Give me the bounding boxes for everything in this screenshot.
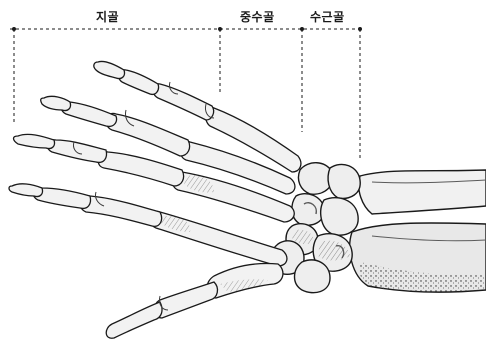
carpals-label: 수근골 bbox=[310, 8, 345, 25]
forearm-bones bbox=[350, 170, 486, 292]
ulna-bone bbox=[359, 170, 486, 214]
phalanges-label: 지골 bbox=[96, 8, 119, 25]
metacarpals-label: 중수골 bbox=[240, 8, 275, 25]
thumb bbox=[106, 264, 283, 339]
